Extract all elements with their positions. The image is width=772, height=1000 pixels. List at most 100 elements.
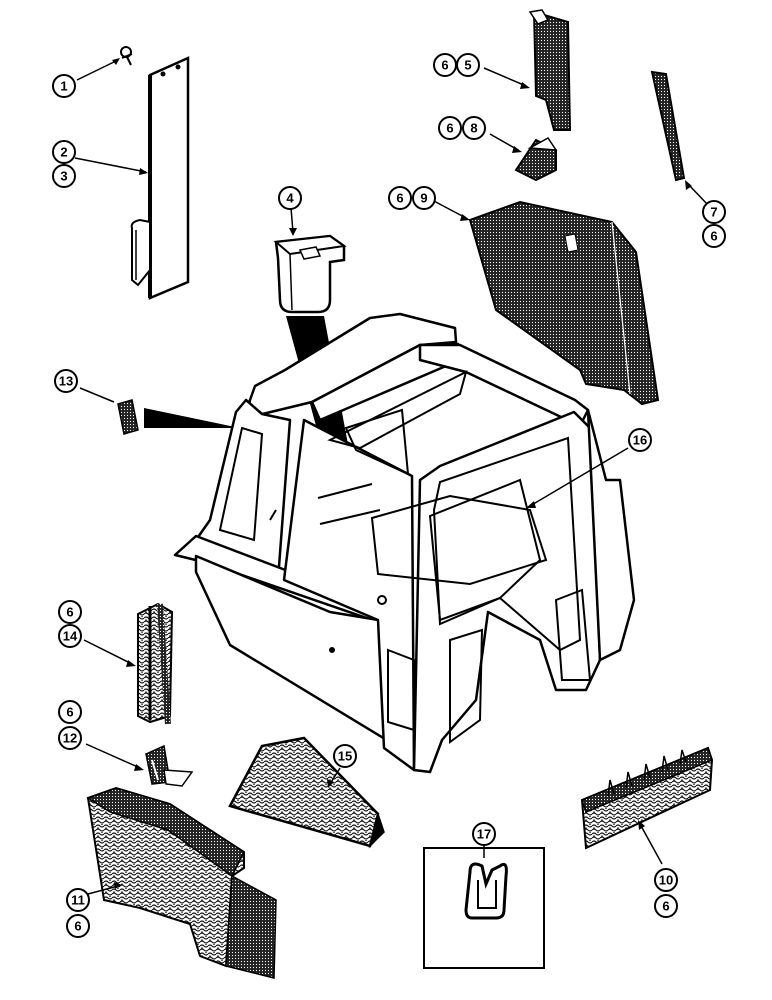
callout-label: 16 <box>633 433 647 448</box>
part-11-side-panel <box>86 786 277 979</box>
leader-line <box>83 639 133 665</box>
leader-line <box>687 183 709 206</box>
part-13-block <box>117 399 139 435</box>
callout-circle <box>412 186 436 210</box>
callout-label: 2 <box>60 145 67 160</box>
callout-circle <box>333 744 357 768</box>
callout-c15: 15 <box>333 744 357 768</box>
part-8-bracket <box>514 137 558 182</box>
callout-label: 6 <box>74 919 81 934</box>
part-9-rear-panel <box>468 200 660 406</box>
leader-line <box>489 133 519 151</box>
callout-circle <box>66 888 90 912</box>
callout-c11b: 6 <box>66 914 90 938</box>
leader-arrow <box>126 660 136 667</box>
leader-arrow <box>685 180 692 190</box>
callout-c8a: 6 <box>438 116 462 140</box>
callout-circle <box>58 726 82 750</box>
callout-circle <box>52 140 76 164</box>
callout-c5b: 5 <box>456 53 480 77</box>
leader-arrow <box>520 82 530 89</box>
leader-arrow <box>289 228 297 236</box>
part-15-foam-panel <box>228 736 385 849</box>
leader-line <box>79 387 115 403</box>
callout-circle <box>58 700 82 724</box>
callout-c7a: 7 <box>702 200 726 224</box>
callout-c8b: 8 <box>462 116 486 140</box>
callout-c1: 1 <box>52 74 76 98</box>
callout-label: 13 <box>59 374 73 389</box>
callout-circle <box>58 600 82 624</box>
callout-circle <box>388 186 412 210</box>
callout-circle <box>654 868 678 892</box>
part-1-bolt <box>120 46 133 66</box>
location-wedge-13 <box>144 408 240 428</box>
callout-circle <box>54 369 78 393</box>
leader-arrow <box>638 820 645 830</box>
callout-circle <box>628 428 652 452</box>
callout-label: 12 <box>63 731 77 746</box>
callout-label: 5 <box>464 58 471 73</box>
callout-label: 17 <box>477 827 491 842</box>
part-4-storage-bin <box>273 234 347 314</box>
callout-label: 6 <box>710 229 717 244</box>
part-12-bracket <box>145 744 194 787</box>
part-14-rail <box>137 602 174 725</box>
part-7-strip <box>650 70 686 182</box>
callout-c14b: 14 <box>58 624 82 648</box>
callout-c7b: 6 <box>702 224 726 248</box>
leader-line <box>76 59 119 81</box>
leader-arrow <box>512 146 522 153</box>
part-10-strip <box>580 746 714 850</box>
callout-label: 3 <box>60 169 67 184</box>
callout-label: 7 <box>710 205 717 220</box>
callout-c12b: 12 <box>58 726 82 750</box>
callout-c3: 3 <box>52 164 76 188</box>
callout-c12a: 6 <box>58 700 82 724</box>
callout-label: 15 <box>338 749 352 764</box>
part-2-3-panel <box>130 56 190 300</box>
callout-circle <box>52 74 76 98</box>
callout-circle <box>472 822 496 846</box>
leader-line <box>483 67 527 87</box>
callout-label: 9 <box>420 191 427 206</box>
leader-arrow <box>134 764 144 771</box>
callout-label: 4 <box>286 191 294 206</box>
callout-c5a: 6 <box>433 53 457 77</box>
cab-frame <box>173 312 636 774</box>
callout-c9a: 6 <box>388 186 412 210</box>
callout-circle <box>462 116 486 140</box>
leader-line <box>87 885 119 895</box>
callout-label: 6 <box>396 191 403 206</box>
callout-label: 1 <box>60 79 67 94</box>
callout-circle <box>702 200 726 224</box>
callout-circle <box>66 914 90 938</box>
callout-c4: 4 <box>278 186 302 210</box>
callout-label: 6 <box>662 899 669 914</box>
callout-circle <box>278 186 302 210</box>
callout-c14a: 6 <box>58 600 82 624</box>
callout-label: 6 <box>66 605 73 620</box>
leader-arrow <box>327 779 334 788</box>
leader-line <box>85 743 141 769</box>
leader-line <box>431 199 467 219</box>
leader-arrow <box>112 58 120 65</box>
callout-circle <box>654 894 678 918</box>
callout-circle <box>702 224 726 248</box>
callout-c13: 13 <box>54 369 78 393</box>
callout-label: 8 <box>470 121 477 136</box>
callout-label: 6 <box>66 705 73 720</box>
callout-c2: 2 <box>52 140 76 164</box>
leader-arrow <box>526 501 536 508</box>
callout-label: 6 <box>446 121 453 136</box>
callout-circle <box>456 53 480 77</box>
callout-c11a: 11 <box>66 888 90 912</box>
part-5-strip <box>528 9 572 131</box>
callout-label: 11 <box>71 893 85 908</box>
callout-circle <box>438 116 462 140</box>
callout-label: 14 <box>63 629 78 644</box>
callout-circle <box>58 624 82 648</box>
leader-line <box>74 157 147 173</box>
callout-circle <box>52 164 76 188</box>
